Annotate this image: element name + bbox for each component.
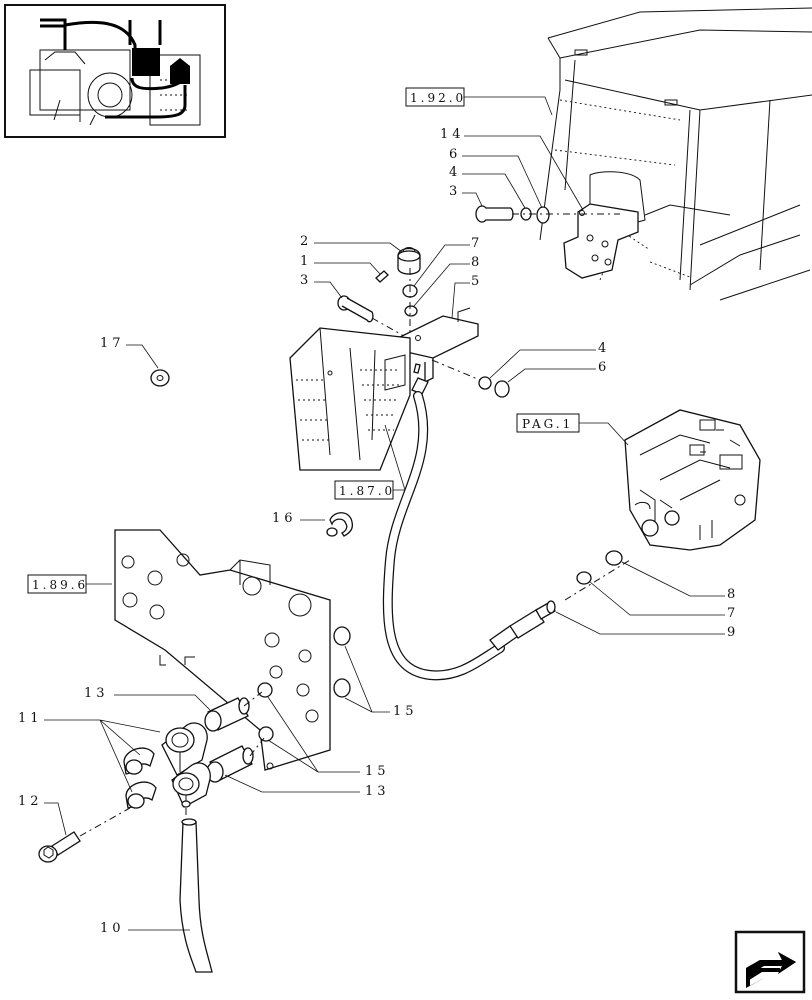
callout-14: 14 — [440, 127, 584, 211]
cap-15-upper — [333, 626, 351, 646]
svg-text:12: 12 — [18, 794, 43, 809]
pin-1 — [375, 270, 389, 283]
callout-4-mid: 4 — [489, 341, 610, 379]
drain-hose-10 — [179, 818, 213, 973]
callout-3-upper: 3 — [449, 184, 483, 207]
svg-text:15: 15 — [365, 764, 390, 779]
svg-text:8: 8 — [727, 587, 739, 602]
cable-end-fitting-9 — [489, 600, 556, 651]
callout-15-center: 15 — [267, 696, 390, 779]
next-page-arrow-icon[interactable] — [734, 930, 806, 994]
svg-text:3: 3 — [300, 273, 312, 288]
svg-text:10: 10 — [100, 921, 125, 936]
callout-12: 12 — [18, 794, 67, 836]
cap-15-b — [258, 726, 274, 742]
distributor-block-11 — [161, 722, 211, 808]
svg-text:11: 11 — [18, 711, 43, 726]
clamp-11-upper — [123, 747, 155, 775]
callout-1: 1 — [300, 254, 381, 275]
reference-1-92-0[interactable]: 1.92.0 — [405, 87, 553, 116]
callout-13-lower: 13 — [224, 774, 390, 799]
washer-8-lower — [605, 550, 623, 566]
bracket-5 — [397, 307, 479, 384]
overview-thumbnail[interactable] — [4, 4, 226, 138]
cap-15-lower — [333, 678, 351, 698]
svg-text:2: 2 — [300, 234, 312, 249]
callout-13-upper: 13 — [84, 686, 211, 711]
cap-15-a — [257, 682, 273, 698]
svg-text:6: 6 — [598, 360, 610, 375]
svg-text:PAG.1: PAG.1 — [522, 417, 573, 431]
washer-4-mid — [478, 376, 492, 390]
callout-2: 2 — [300, 234, 403, 253]
svg-text:6: 6 — [449, 147, 461, 162]
callout-5: 5 — [451, 274, 483, 319]
mounting-plate — [114, 529, 331, 771]
svg-text:1: 1 — [300, 254, 312, 269]
cab-bracket-14 — [563, 203, 639, 279]
svg-text:15: 15 — [393, 704, 418, 719]
svg-text:1.92.0: 1.92.0 — [410, 91, 466, 105]
coupler-13-lower — [206, 745, 254, 783]
bolt-12 — [38, 831, 81, 863]
nut-6-mid — [494, 380, 510, 398]
svg-text:4: 4 — [598, 341, 610, 356]
svg-text:1.89.6: 1.89.6 — [32, 578, 88, 592]
reference-pag-1[interactable]: PAG.1 — [516, 413, 629, 446]
callout-15-right: 15 — [344, 645, 418, 719]
washer-7-lower — [576, 571, 592, 585]
callout-7-lower: 7 — [589, 581, 739, 621]
bolt-3-mid — [337, 295, 374, 323]
callout-17: 17 — [100, 336, 159, 369]
svg-text:4: 4 — [449, 165, 461, 180]
callout-6-mid: 6 — [507, 360, 610, 383]
callout-9: 9 — [555, 611, 739, 640]
svg-text:7: 7 — [727, 606, 739, 621]
svg-text:9: 9 — [727, 625, 739, 640]
knob-2 — [397, 247, 421, 275]
bolt-3-upper — [475, 205, 514, 223]
callout-16: 16 — [272, 511, 325, 526]
svg-text:7: 7 — [471, 236, 483, 251]
svg-text:13: 13 — [84, 686, 109, 701]
callout-8-lower: 8 — [621, 561, 739, 602]
clamp-11-lower — [125, 781, 157, 809]
control-console — [289, 327, 411, 471]
washer-8-upper — [404, 305, 418, 317]
control-valve-block — [624, 409, 761, 551]
callout-8-upper: 8 — [413, 255, 483, 307]
reference-1-89-6[interactable]: 1.89.6 — [27, 574, 112, 594]
callout-6-upper: 6 — [449, 147, 543, 209]
svg-text:1.87.0: 1.87.0 — [339, 484, 395, 498]
svg-text:16: 16 — [272, 511, 297, 526]
callout-11: 11 — [18, 711, 161, 793]
reference-1-87-0[interactable]: 1.87.0 — [334, 424, 406, 500]
callout-4-upper: 4 — [449, 165, 526, 209]
callout-3-mid: 3 — [300, 273, 343, 299]
washer-17 — [150, 369, 170, 387]
thumbnail-highlighted-hoses — [40, 18, 190, 119]
coupler-13-upper — [204, 697, 250, 732]
svg-text:14: 14 — [440, 127, 465, 142]
callout-7-upper: 7 — [413, 236, 483, 287]
washer-6-upper — [536, 206, 550, 224]
svg-text:13: 13 — [365, 784, 390, 799]
thumbnail-machine-sketch — [29, 49, 201, 126]
svg-text:5: 5 — [471, 274, 483, 289]
callout-10: 10 — [100, 921, 190, 936]
clip-16 — [326, 512, 354, 537]
svg-text:8: 8 — [471, 255, 483, 270]
svg-text:3: 3 — [449, 184, 461, 199]
control-cable — [382, 363, 505, 681]
svg-text:17: 17 — [100, 336, 125, 351]
